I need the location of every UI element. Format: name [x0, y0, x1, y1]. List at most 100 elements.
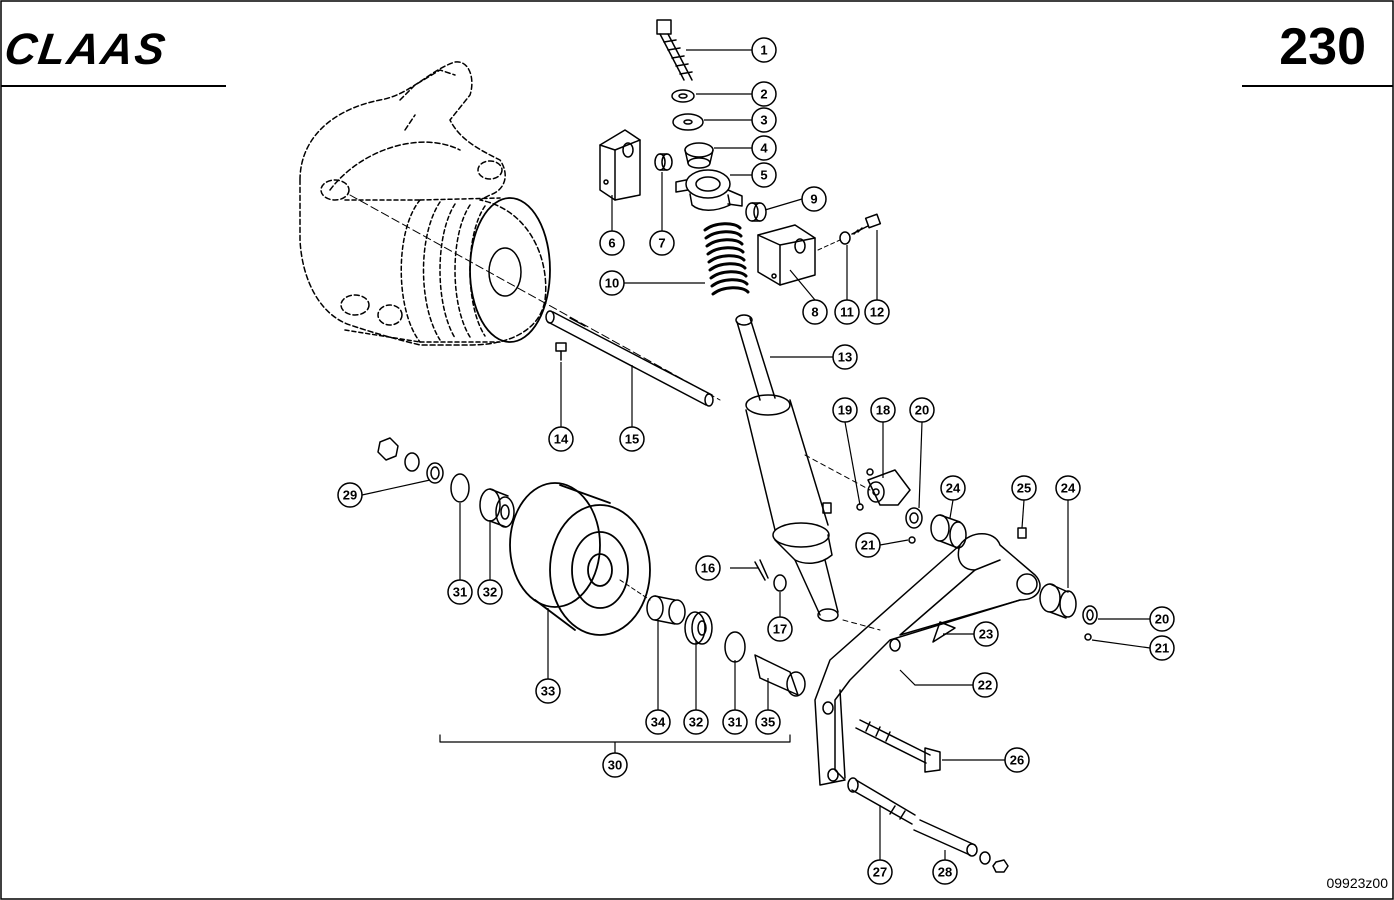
nut-left	[377, 437, 399, 461]
callout-20a: 20	[909, 397, 935, 423]
callout-35: 35	[755, 709, 781, 735]
svg-text:7: 7	[658, 236, 665, 251]
callout-16: 16	[695, 555, 721, 581]
svg-text:3: 3	[760, 113, 767, 128]
drawing-lines	[299, 19, 1098, 873]
callout-5: 5	[751, 162, 777, 188]
callout-32a: 32	[477, 579, 503, 605]
callout-30: 30	[602, 752, 628, 778]
svg-text:21: 21	[1155, 641, 1169, 656]
svg-text:11: 11	[840, 305, 854, 320]
svg-text:27: 27	[873, 865, 887, 880]
callout-7: 7	[649, 230, 675, 256]
circlip-31b	[724, 631, 746, 663]
svg-text:32: 32	[483, 585, 497, 600]
tension-rod-13	[735, 314, 839, 622]
svg-text:6: 6	[608, 236, 615, 251]
bolt-27	[847, 777, 916, 825]
bracket-8	[757, 224, 816, 286]
callout-9: 9	[801, 186, 827, 212]
grease-nipple-19	[866, 468, 874, 476]
callout-31b: 31	[722, 709, 748, 735]
bracket-6	[599, 129, 641, 201]
leader-lines	[361, 49, 1151, 860]
callout-2: 2	[751, 81, 777, 107]
bushing-20b	[1082, 605, 1098, 625]
callout-10: 10	[599, 270, 625, 296]
shaft-15	[545, 310, 714, 407]
sleeve-28	[913, 819, 978, 857]
svg-text:31: 31	[453, 585, 467, 600]
bushing-7	[654, 153, 673, 171]
drawing-code: 09923z00	[1326, 875, 1388, 891]
callout-29: 29	[337, 482, 363, 508]
svg-text:24: 24	[1061, 481, 1076, 496]
tension-arm-22	[814, 533, 1041, 786]
sleeve-34	[646, 595, 686, 625]
nut-28b	[992, 859, 1009, 873]
bolt-1	[656, 19, 693, 81]
svg-text:31: 31	[728, 715, 742, 730]
callout-19: 19	[832, 397, 858, 423]
svg-text:24: 24	[946, 481, 961, 496]
callout-20b: 20	[1149, 606, 1175, 632]
brand-logo-text: CLAAS	[2, 25, 170, 74]
svg-text:25: 25	[1017, 481, 1031, 496]
svg-text:18: 18	[876, 403, 890, 418]
svg-text:13: 13	[838, 350, 852, 365]
callout-25: 25	[1011, 475, 1037, 501]
callout-22: 22	[972, 672, 998, 698]
callout-23: 23	[973, 621, 999, 647]
svg-text:20: 20	[915, 403, 929, 418]
nipple-25	[1017, 527, 1027, 539]
washer-28a	[979, 851, 991, 865]
callout-8: 8	[802, 299, 828, 325]
callout-33: 33	[535, 678, 561, 704]
screw-12	[851, 213, 882, 235]
svg-text:14: 14	[554, 432, 569, 447]
callout-24b: 24	[1055, 475, 1081, 501]
svg-text:28: 28	[938, 865, 952, 880]
svg-text:16: 16	[701, 561, 715, 576]
clamp-18	[867, 469, 911, 506]
svg-text:34: 34	[651, 715, 666, 730]
svg-text:5: 5	[760, 168, 767, 183]
svg-text:26: 26	[1010, 753, 1024, 768]
svg-text:12: 12	[870, 305, 884, 320]
callout-3: 3	[751, 107, 777, 133]
bushing-20a	[905, 507, 923, 529]
washer-left	[404, 452, 420, 472]
arrow-23	[932, 621, 956, 643]
bolt-26	[855, 719, 941, 773]
svg-text:9: 9	[810, 192, 817, 207]
svg-text:15: 15	[625, 432, 639, 447]
svg-text:19: 19	[838, 403, 852, 418]
callout-28: 28	[932, 859, 958, 885]
svg-text:23: 23	[979, 627, 993, 642]
callout-21b: 21	[1149, 635, 1175, 661]
svg-text:35: 35	[761, 715, 775, 730]
washer-3	[672, 113, 704, 131]
callout-18: 18	[870, 397, 896, 423]
callout-12: 12	[864, 299, 890, 325]
callout-13: 13	[832, 344, 858, 370]
callout-31a: 31	[447, 579, 473, 605]
callout-21a: 21	[855, 532, 881, 558]
callout-4: 4	[751, 135, 777, 161]
bearing-32a	[479, 488, 515, 528]
svg-text:1: 1	[760, 43, 767, 58]
grease-screw-14	[555, 342, 567, 361]
callout-34: 34	[645, 709, 671, 735]
svg-text:10: 10	[605, 276, 619, 291]
svg-text:17: 17	[773, 622, 787, 637]
svg-text:29: 29	[343, 488, 357, 503]
bushing-24a	[930, 514, 967, 549]
bushing-9	[745, 202, 767, 222]
callout-27: 27	[867, 859, 893, 885]
washer-2	[671, 89, 695, 103]
drive-pulley-drum	[344, 197, 551, 343]
svg-text:22: 22	[978, 678, 992, 693]
callout-24a: 24	[940, 475, 966, 501]
